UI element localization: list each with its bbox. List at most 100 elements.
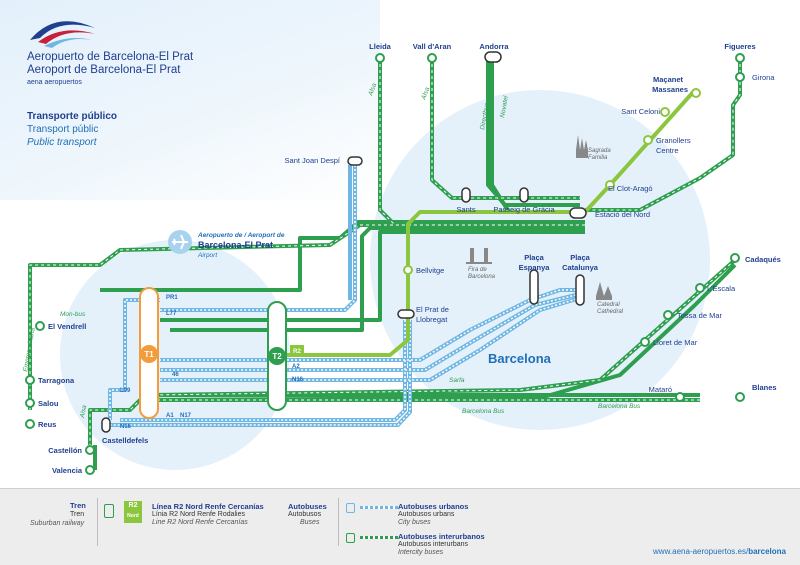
station-granollers: Granollers bbox=[656, 136, 691, 145]
station-castellon: Castellón bbox=[48, 446, 82, 455]
operator-empresa-plana: Empresa Plana bbox=[22, 327, 37, 372]
landmark-sagrada-2: Familia bbox=[588, 155, 608, 161]
code-n16: N16 bbox=[292, 377, 304, 383]
code-n17: N17 bbox=[180, 413, 192, 419]
r2-nord-line bbox=[285, 88, 697, 357]
legend-bus-ca: Autobusos bbox=[288, 511, 322, 518]
station-lleida: Lleida bbox=[369, 42, 392, 51]
station-reus: Reus bbox=[38, 420, 56, 429]
station-estacio-nord: Estació del Nord bbox=[595, 210, 650, 219]
station-figueres: Figueres bbox=[724, 42, 755, 51]
station-blanes: Blanes bbox=[752, 383, 777, 392]
station-lloret: Lloret de Mar bbox=[653, 338, 698, 347]
legend-city-bus-icon bbox=[346, 503, 355, 513]
legend-r2-badge: R2 Nord bbox=[124, 501, 142, 523]
operator-alsa-top: Alsa bbox=[367, 82, 378, 98]
transport-map: T1 T2 PR1 L77 46 L99 A1 N17 N16 A2 N16 R… bbox=[22, 21, 781, 475]
code-46: 46 bbox=[172, 372, 179, 378]
subtitle-ca: Transport públic bbox=[27, 124, 99, 135]
legend-r2-ca: Línia R2 Nord Renfe Rodalies bbox=[152, 511, 245, 518]
code-l99: L99 bbox=[120, 388, 131, 394]
station-el-prat-2: Llobregat bbox=[416, 315, 448, 324]
sagrada-familia-icon bbox=[576, 135, 588, 158]
t1-badge bbox=[140, 345, 158, 363]
station-cadaques: Cadaqués bbox=[745, 255, 781, 264]
legend-tren-en: Suburban railway bbox=[30, 520, 85, 527]
station-sants: Sants bbox=[456, 205, 475, 214]
landmark-fira-1: Fira de bbox=[468, 267, 487, 273]
code-a1: A1 bbox=[166, 413, 174, 419]
landmark-catedral-2: Cathedral bbox=[597, 309, 624, 315]
legend-r2-badge-sub: Nord bbox=[127, 513, 139, 519]
station-vendrell: El Vendrell bbox=[48, 322, 86, 331]
legend-bar bbox=[0, 488, 800, 565]
legend-divider-1 bbox=[97, 498, 98, 546]
station-el-clot: El Clot-Aragó bbox=[608, 184, 653, 193]
legend-inter-ca: Autobusos interurbans bbox=[398, 541, 469, 548]
legend-urban-es: Autobuses urbanos bbox=[398, 502, 469, 511]
legend-r2-en: Line R2 Nord Renfe Cercanías bbox=[152, 519, 248, 526]
station-placa-catalunya-2: Catalunya bbox=[562, 263, 599, 272]
cathedral-icon bbox=[596, 282, 612, 300]
t2-label: T2 bbox=[272, 352, 282, 361]
station-castelldefels: Castelldefels bbox=[102, 436, 148, 445]
station-vall-daran: Vall d'Aran bbox=[413, 42, 452, 51]
station-bellvitge: Bellvitge bbox=[416, 266, 444, 275]
operator-directbus: Directbus bbox=[479, 101, 491, 130]
station-markers bbox=[25, 53, 745, 475]
legend-divider-2 bbox=[338, 498, 339, 546]
station-macanet: Maçanet bbox=[653, 75, 684, 84]
station-valencia: Valencia bbox=[52, 466, 83, 475]
legend-inter-es: Autobuses interurbanos bbox=[398, 532, 485, 541]
station-placa-espanya-1: Plaça bbox=[524, 253, 544, 262]
legend-urban-ca: Autobusos urbans bbox=[398, 511, 455, 518]
t1-label: T1 bbox=[144, 350, 154, 359]
aena-logo bbox=[30, 21, 95, 48]
operator-alsa-mid: Alsa bbox=[420, 86, 431, 102]
station-mataro: Mataró bbox=[649, 385, 672, 394]
code-pr1: PR1 bbox=[166, 295, 178, 301]
airport-line3: Airport bbox=[197, 252, 218, 259]
station-el-prat-1: El Prat de bbox=[416, 305, 449, 314]
bus-code-badges: PR1 L77 46 L99 A1 N17 N16 A2 N16 bbox=[120, 295, 304, 430]
station-tossa: Tossa de Mar bbox=[677, 311, 723, 320]
operator-monbus: Mon-bus bbox=[60, 311, 86, 318]
landmark-icons bbox=[466, 135, 612, 300]
legend-intercity-bus-line bbox=[360, 536, 398, 539]
website-bold: barcelona bbox=[748, 547, 786, 556]
legend-city-bus-line bbox=[360, 506, 398, 509]
t2-badge bbox=[268, 347, 286, 365]
r2-map-label: R2 bbox=[293, 349, 301, 355]
airport-line1: Aeropuerto de / Aeroport de bbox=[197, 232, 285, 239]
title-es: Aeropuerto de Barcelona-El Prat bbox=[27, 51, 194, 63]
airport-line2: Barcelona-El Prat bbox=[198, 240, 273, 250]
station-passeig-gracia: Passeig de Gràcia bbox=[493, 205, 555, 214]
website-link[interactable]: www.aena-aeropuertos.es/barcelona bbox=[653, 547, 786, 556]
legend-intercity-bus-icon bbox=[346, 533, 355, 543]
operator-barcelona-bus-2: Barcelona Bus bbox=[598, 403, 641, 410]
title-ca: Aeroport de Barcelona-El Prat bbox=[27, 64, 181, 76]
code-l77: L77 bbox=[166, 311, 177, 317]
legend-train-icon bbox=[104, 504, 114, 518]
legend-bus-en: Buses bbox=[300, 519, 320, 526]
operator-sarfa: Sarfa bbox=[449, 377, 465, 384]
r2-map-badge bbox=[290, 345, 304, 357]
fira-icon bbox=[466, 248, 492, 264]
code-a2: A2 bbox=[292, 364, 300, 370]
subtitle-es: Transporte público bbox=[27, 111, 118, 122]
landmark-fira-2: Barcelona bbox=[468, 274, 496, 280]
legend-inter-en: Intercity buses bbox=[398, 549, 444, 556]
barcelona-area-circle bbox=[370, 90, 710, 430]
operator-alsa-left: Alsa bbox=[79, 404, 88, 419]
airplane-icon bbox=[168, 230, 192, 254]
station-tarragona: Tarragona bbox=[38, 376, 75, 385]
station-sant-celoni: Sant Celoni bbox=[621, 107, 660, 116]
website-prefix: www.aena-aeropuertos.es/ bbox=[653, 547, 749, 556]
legend-urban-en: City buses bbox=[398, 519, 431, 526]
station-lescala: L'Escala bbox=[707, 284, 736, 293]
code-n16-left: N16 bbox=[120, 424, 132, 430]
interchange-markers bbox=[101, 51, 587, 433]
station-placa-espanya-2: Espanya bbox=[519, 263, 551, 272]
operator-novatel: Novatel bbox=[499, 95, 510, 118]
station-placa-catalunya-1: Plaça bbox=[570, 253, 590, 262]
